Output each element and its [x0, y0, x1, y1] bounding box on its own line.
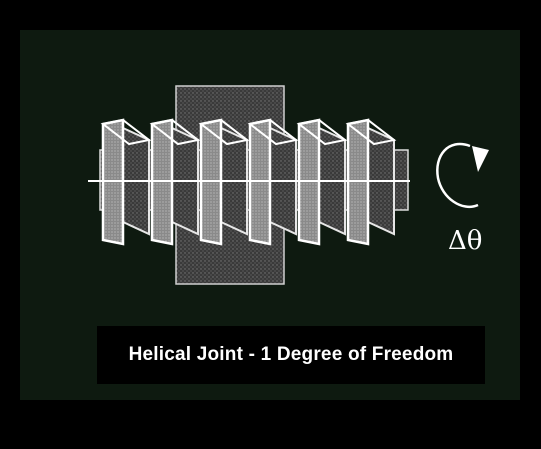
caption: Helical Joint - 1 Degree of Freedom — [128, 344, 454, 365]
caption-box: Helical Joint - 1 Degree of Freedom — [97, 326, 485, 384]
rotation-arrow-icon — [436, 143, 489, 208]
rotation-label: Δθ — [448, 226, 483, 256]
